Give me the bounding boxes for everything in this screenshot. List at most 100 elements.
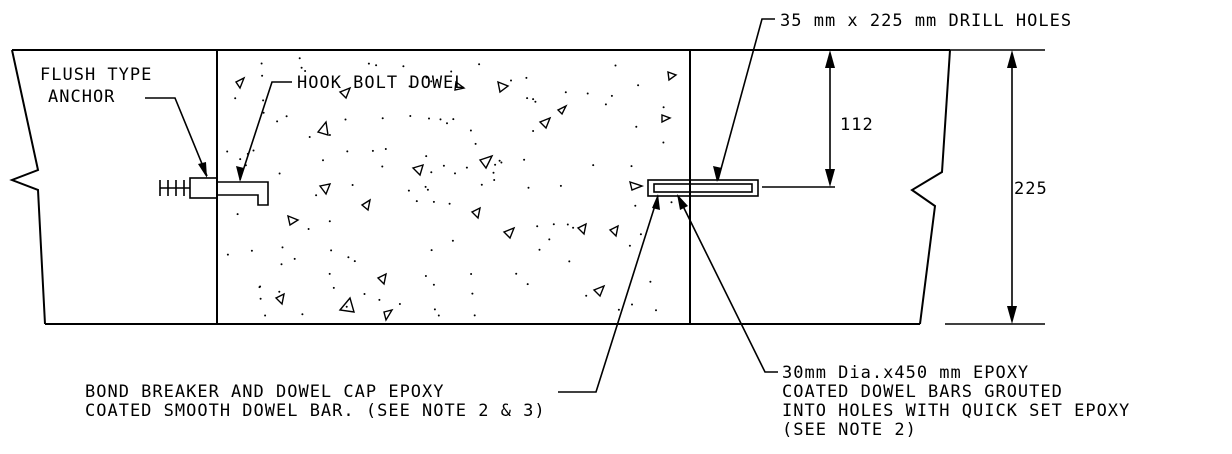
sand-dot	[525, 76, 528, 79]
left-break-line	[9, 49, 46, 325]
sand-dot	[532, 130, 535, 132]
label-dowel-line3: INTO HOLES WITH QUICK SET EPOXY	[782, 401, 1130, 421]
sand-dot	[345, 305, 348, 308]
drill-holes-leader	[717, 18, 775, 181]
label-drill-holes: 35 mm x 225 mm DRILL HOLES	[780, 11, 1072, 31]
sand-dot	[559, 184, 562, 187]
sand-dot	[351, 184, 354, 186]
sand-dot	[328, 134, 331, 136]
sand-dot	[614, 64, 617, 67]
concrete-sand-dots	[226, 57, 673, 317]
sand-dot	[226, 253, 229, 256]
dim-112-arrow-top	[825, 50, 835, 68]
flush-type-anchor	[159, 177, 218, 199]
sand-dot	[276, 120, 279, 123]
sand-dot	[631, 303, 633, 306]
sand-dot	[564, 91, 567, 94]
sand-dot	[628, 244, 631, 247]
sand-dot	[617, 308, 620, 311]
sand-dot	[332, 286, 335, 289]
sand-dot	[430, 80, 433, 83]
sand-dot	[408, 85, 411, 88]
hook-bolt-dowel	[217, 181, 269, 206]
sand-dot	[450, 70, 453, 73]
label-dowel-line1: 30mm Dia.x450 mm EPOXY	[782, 363, 1029, 383]
sand-dot	[471, 292, 474, 295]
sand-dot	[538, 248, 541, 251]
sand-dot	[304, 70, 307, 72]
sand-dot	[492, 171, 495, 174]
dim-112-arrow-bottom	[825, 169, 835, 187]
label-dim-112: 112	[840, 115, 874, 135]
sand-dot	[442, 164, 445, 167]
sand-dot	[258, 286, 261, 289]
sand-dot	[498, 159, 501, 162]
sand-dot	[398, 303, 401, 305]
sand-dot	[250, 249, 253, 252]
sand-dot	[534, 100, 537, 103]
sand-dot	[430, 249, 433, 252]
sand-dot	[293, 257, 296, 260]
sand-dot	[480, 183, 483, 186]
sand-dot	[298, 57, 301, 60]
hook-bolt-leader	[239, 81, 292, 181]
sand-dot	[649, 280, 652, 283]
sand-dot	[278, 172, 281, 175]
sand-dot	[425, 155, 428, 158]
sand-dot	[330, 249, 333, 252]
sand-dot	[262, 111, 265, 114]
sand-dot	[448, 202, 451, 205]
sand-dot	[610, 94, 613, 97]
anchor-leader-arrow	[198, 162, 207, 178]
label-dim-225: 225	[1014, 179, 1048, 199]
sand-dot	[424, 275, 427, 277]
sand-dot	[437, 314, 440, 317]
sand-dot	[454, 172, 456, 175]
bond-breaker-leader	[558, 195, 659, 393]
sand-dot	[308, 136, 311, 138]
sand-dot	[375, 64, 378, 67]
sand-dot	[428, 117, 430, 120]
sand-dot	[473, 314, 476, 317]
sand-dot	[635, 125, 638, 128]
sand-dot	[465, 166, 468, 169]
sand-dot	[572, 226, 575, 229]
sand-dot	[670, 201, 673, 204]
sand-dot	[662, 106, 665, 109]
sand-dot	[415, 200, 418, 203]
label-dowel-line4: (SEE NOTE 2)	[782, 420, 917, 440]
sand-dot	[526, 283, 529, 286]
bond-breaker-leader-arrow	[652, 194, 660, 210]
sand-dot	[586, 92, 589, 95]
sand-dot	[478, 63, 481, 66]
sand-dot	[315, 194, 318, 197]
drill-holes-leader-arrow	[713, 166, 722, 182]
sand-dot	[381, 165, 384, 168]
label-bond-breaker-line2: COATED SMOOTH DOWEL BAR. (SEE NOTE 2 & 3…	[85, 401, 546, 421]
sand-dot	[378, 298, 381, 301]
sand-dot	[261, 74, 264, 77]
sand-dot	[527, 186, 530, 189]
sand-dot	[381, 117, 384, 120]
sand-dot	[469, 129, 472, 132]
dowel-bar-leader	[677, 195, 778, 373]
sand-dot	[493, 179, 496, 181]
sand-dot	[328, 220, 331, 223]
sand-dot	[634, 204, 637, 207]
sand-dot	[409, 115, 412, 117]
sand-dot	[307, 228, 310, 230]
sand-dot	[536, 225, 539, 228]
sand-dot	[347, 256, 350, 259]
sand-dot	[252, 149, 255, 152]
sand-dot	[367, 62, 370, 65]
dowel-bar-in-drill-hole	[647, 179, 759, 197]
label-dowel-line2: COATED DOWEL BARS GROUTED	[782, 382, 1063, 402]
sand-dot	[451, 239, 454, 242]
sand-dot	[494, 163, 497, 166]
sand-dot	[344, 118, 347, 121]
sand-dot	[353, 260, 356, 263]
sand-dot	[637, 84, 640, 87]
sand-dot	[384, 148, 387, 150]
anchor-leader	[145, 97, 208, 177]
